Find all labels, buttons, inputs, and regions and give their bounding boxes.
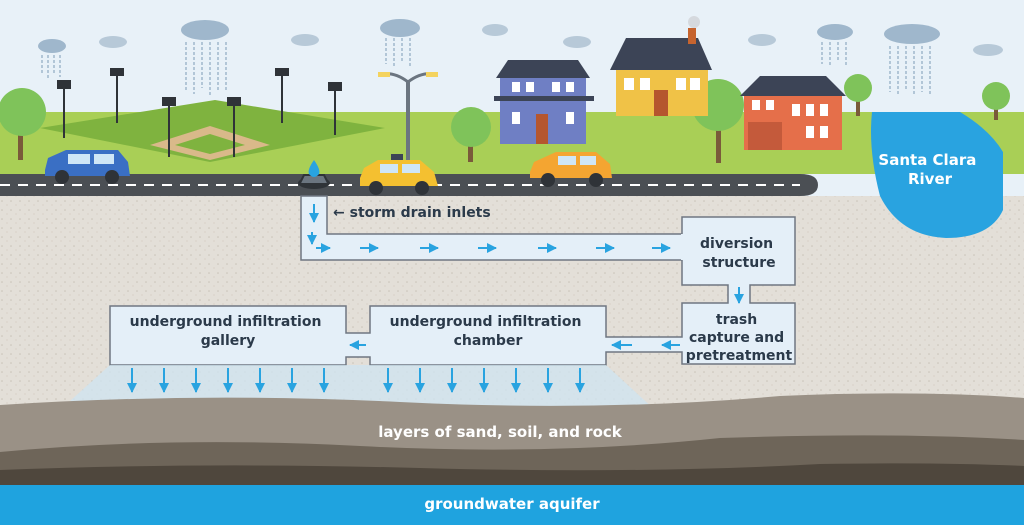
rain-cloud-icon: [817, 24, 853, 66]
cloud-icon: [291, 34, 319, 46]
baseball-field: [40, 100, 385, 162]
storm-drain-icon: [298, 160, 330, 189]
house-icon: [610, 16, 712, 116]
house-icon: [494, 60, 594, 144]
cloud-icon: [563, 36, 591, 48]
rain-cloud-icon: [884, 24, 940, 96]
floodlight-icon: [57, 80, 71, 138]
trees: [0, 74, 1010, 163]
water-drop-icon: [308, 160, 320, 177]
floodlights: [57, 68, 342, 157]
cloud-icon: [482, 24, 508, 36]
cloud-icon: [748, 34, 776, 46]
chamber-label: underground infiltration chamber: [390, 314, 587, 349]
rain-cloud-icon: [380, 19, 420, 68]
floodlight-icon: [328, 82, 342, 135]
taxi-icon: [360, 154, 438, 195]
floodlight-icon: [110, 68, 124, 123]
house-icon: [740, 76, 846, 150]
diversion-label: diversion structure: [700, 236, 778, 271]
floodlight-icon: [162, 97, 176, 157]
tree-icon: [0, 88, 46, 160]
rain-cloud-icon: [181, 20, 229, 96]
tree-icon: [844, 74, 872, 116]
aquifer: [0, 485, 1024, 525]
cloud-icon: [973, 44, 1003, 56]
trash-capture-label: trash capture and pretreatment: [686, 312, 793, 364]
river-label: Santa Clara River: [878, 151, 981, 188]
layers-label: layers of sand, soil, and rock: [378, 423, 623, 441]
floodlight-icon: [227, 97, 241, 157]
tree-icon: [982, 82, 1010, 120]
street-lamp-icon: [378, 72, 438, 172]
infiltration-arrows: [127, 368, 585, 393]
gallery-label: underground infiltration gallery: [130, 314, 327, 349]
floodlight-icon: [275, 68, 289, 123]
car-icon: [530, 152, 612, 187]
aquifer-label: groundwater aquifer: [424, 495, 600, 513]
cloud-icon: [99, 36, 127, 48]
storm-drain-label: ← storm drain inlets: [333, 205, 491, 221]
tree-icon: [451, 107, 491, 162]
flow-arrows: [307, 204, 744, 350]
rain-cloud-icon: [38, 39, 66, 78]
car-icon: [45, 150, 130, 184]
pipe-network: [109, 195, 796, 366]
rain-clouds: [38, 19, 1003, 96]
